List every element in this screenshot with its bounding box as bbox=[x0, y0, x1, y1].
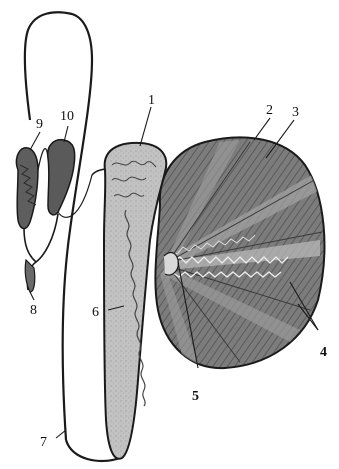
leader-10 bbox=[64, 126, 68, 142]
leader-7 bbox=[56, 430, 66, 438]
leader-1 bbox=[140, 107, 151, 146]
label-10: 10 bbox=[60, 109, 74, 124]
appendage-10 bbox=[48, 140, 75, 215]
leader-9 bbox=[30, 132, 40, 150]
label-6: 6 bbox=[92, 305, 99, 320]
label-9: 9 bbox=[36, 117, 43, 132]
label-5: 5 bbox=[192, 389, 199, 404]
leader-8 bbox=[30, 292, 34, 300]
label-8: 8 bbox=[30, 303, 37, 318]
testis bbox=[155, 137, 324, 368]
label-4: 4 bbox=[320, 345, 327, 360]
label-1: 1 bbox=[148, 93, 155, 108]
label-3: 3 bbox=[292, 105, 299, 120]
leader-2 bbox=[254, 118, 270, 140]
vas-deferens bbox=[25, 12, 92, 440]
label-7: 7 bbox=[40, 435, 47, 450]
appendage-9 bbox=[16, 148, 38, 229]
label-2: 2 bbox=[266, 103, 273, 118]
